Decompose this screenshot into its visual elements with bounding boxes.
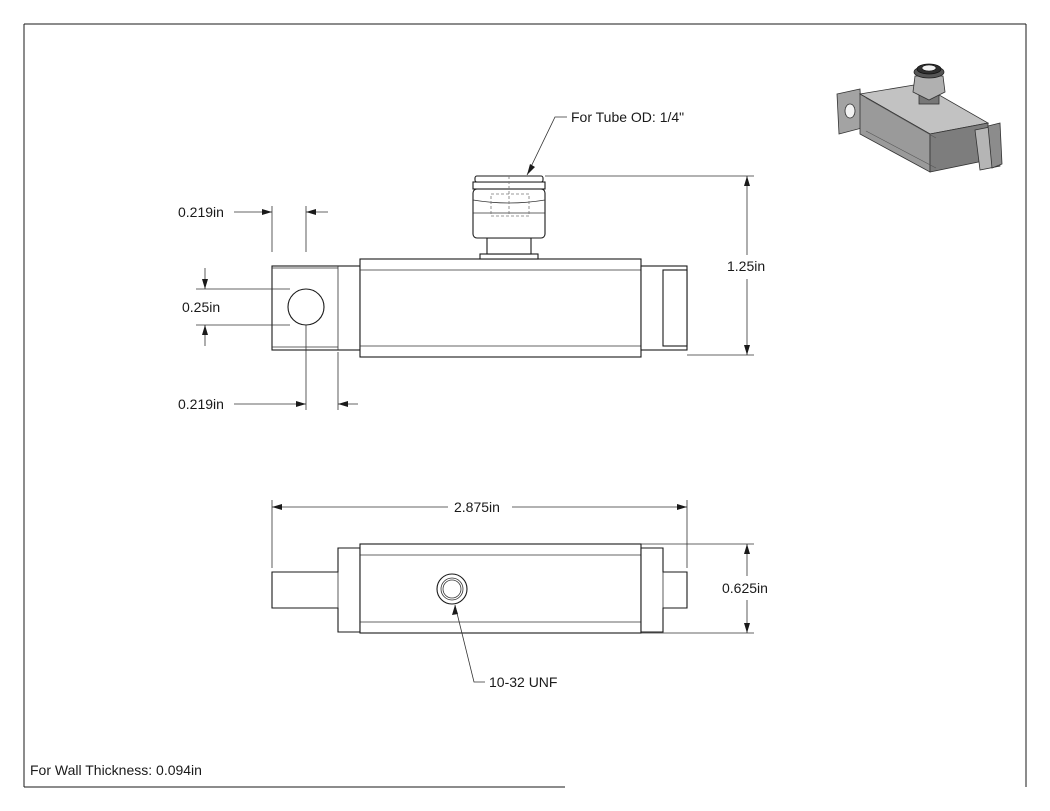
mounting-hole	[287, 288, 325, 326]
bottom-left-width-label: 0.219in	[178, 396, 224, 412]
top-left-width-label: 0.219in	[178, 204, 224, 220]
overall-length-label: 2.875in	[454, 499, 500, 515]
main-body	[359, 258, 642, 358]
threaded-port	[436, 573, 468, 605]
sheet-border	[23, 23, 1027, 788]
isometric-view	[836, 63, 1003, 173]
tube-od-label: For Tube OD: 1/4"	[571, 109, 684, 125]
push-fitting	[472, 175, 546, 260]
top-view	[271, 543, 688, 634]
width-label: 0.625in	[722, 580, 768, 596]
thread-label: 10-32 UNF	[489, 674, 557, 690]
height-label: 1.25in	[727, 258, 765, 274]
front-view	[271, 175, 688, 358]
top-dimensions	[271, 500, 754, 683]
hole-diameter-label: 0.25in	[182, 299, 220, 315]
wall-thickness-note: For Wall Thickness: 0.094in	[30, 762, 202, 778]
front-dimensions	[196, 116, 754, 410]
